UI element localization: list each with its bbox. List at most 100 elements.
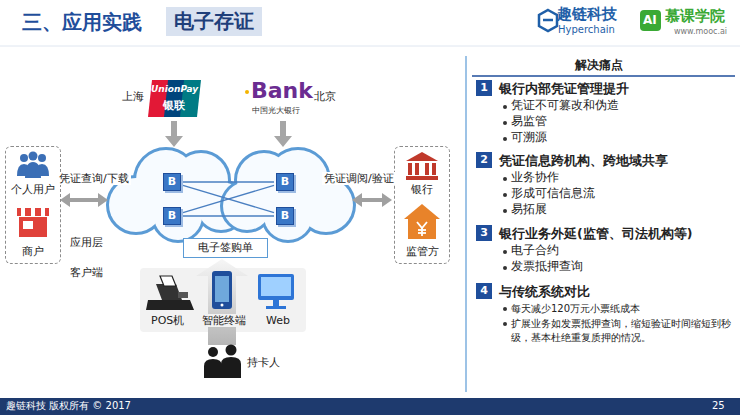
- phone-icon: [212, 271, 232, 309]
- node-text: 商户: [6, 245, 60, 258]
- numbered-heading: 1 银行内部凭证管理提升: [476, 80, 629, 96]
- pos-icon: [160, 276, 176, 286]
- bullet-text: 扩展业务如发票抵押查询，缩短验证时间缩短到秒级，基本杜绝重复质押的情况。: [511, 317, 733, 344]
- user-icon: [38, 154, 46, 162]
- shop-icon: [41, 208, 45, 216]
- node-text: B: [168, 209, 176, 222]
- everbright-logo-mark: [245, 90, 249, 94]
- block-link: [183, 185, 274, 212]
- shop-icon: [21, 208, 25, 216]
- logo-text: 趣链科技: [557, 5, 617, 23]
- bullet-dot: [503, 209, 507, 213]
- hyperchain-icon: [539, 10, 557, 31]
- block-link: [183, 181, 274, 182]
- node-text: 监管方: [395, 245, 449, 258]
- regulator-icon: [418, 229, 426, 231]
- logo-text: 中国光大银行: [252, 106, 300, 116]
- shop-icon: [23, 221, 33, 229]
- block-box: B: [276, 207, 294, 225]
- logo-text: UnionPay: [151, 84, 198, 95]
- logo-text: 慕课学院: [665, 7, 725, 25]
- bullet-text: 电子合约: [511, 244, 559, 258]
- bullet-text: 可溯源: [511, 131, 547, 145]
- section-heading: 银行业务外延(监管、司法机构等): [499, 226, 692, 241]
- shop-icon: [31, 208, 35, 216]
- bullet-text: 业务协作: [511, 171, 559, 185]
- user-icon: [17, 152, 49, 179]
- cardholder-icon: [204, 359, 222, 378]
- bullet-dot: [503, 105, 507, 109]
- logo-text: Hyperchain: [558, 24, 615, 36]
- shop-icon: [19, 217, 47, 237]
- callout-number: 3: [476, 225, 492, 241]
- cardholder-icon: [208, 347, 218, 357]
- node-text: B: [281, 175, 289, 188]
- pos-icon: [178, 292, 188, 298]
- node-text: 银行: [395, 183, 449, 196]
- bank-icon: [406, 152, 438, 180]
- city-label: 上海: [122, 90, 144, 103]
- numbered-heading: 4与传统系统对比: [476, 283, 590, 299]
- node-text: 电子存证: [174, 9, 254, 33]
- phone-icon: [215, 276, 229, 302]
- hyperchain-icon: [539, 10, 557, 31]
- bullet-text: 形成可信信息流: [511, 187, 595, 201]
- regulator-icon: [408, 219, 436, 239]
- bullet-text: 易拓展: [511, 203, 547, 217]
- logo-text: 银联: [163, 99, 185, 112]
- phone-icon: [212, 271, 232, 309]
- section-heading: 与传统系统对比: [499, 284, 590, 299]
- panel-rules: [472, 75, 735, 77]
- bullet-dot: [503, 266, 507, 270]
- regulator-icon: [418, 232, 426, 234]
- logo-text: Bank: [251, 78, 313, 104]
- institution-group-box: 银行监管方: [394, 146, 450, 264]
- bullet-dot: [503, 250, 507, 254]
- layer-label: 客户端: [70, 266, 103, 279]
- block-link: [183, 215, 274, 216]
- panel-rules: [466, 56, 735, 392]
- shop-icon: [17, 208, 49, 216]
- header-rule: [0, 46, 740, 47]
- bullet-dot: [503, 177, 507, 181]
- monitor-icon: [258, 274, 294, 300]
- down-arrows: [165, 121, 183, 147]
- monitor-icon: [258, 274, 294, 309]
- device-label: 智能终端: [200, 314, 248, 327]
- logo-text: AI: [643, 13, 657, 27]
- mooc-logo-square: [640, 10, 661, 31]
- numbered-heading: 3 银行业务外延(监管、司法机构等): [476, 225, 692, 241]
- pos-icon: [146, 276, 194, 310]
- bullet-text: 易监管: [511, 115, 547, 129]
- block-box: B: [163, 173, 181, 191]
- callout-number: 2: [476, 152, 492, 168]
- user-icon: [29, 152, 38, 161]
- regulator-icon: [417, 222, 427, 236]
- footer-bar: [0, 398, 740, 415]
- process-box: 电子签购单: [183, 238, 268, 258]
- cardholder-icon: [221, 357, 241, 378]
- device-label: POS机: [151, 314, 184, 327]
- monitor-icon: [261, 277, 291, 296]
- callout-number: 1: [476, 80, 492, 96]
- bullet-dot: [503, 193, 507, 197]
- bullet-dot: [503, 322, 507, 326]
- upload-arrow: [196, 259, 248, 345]
- regulator-icon: [417, 222, 427, 228]
- node-text: B: [281, 209, 289, 222]
- hyperchain-icon: [543, 19, 553, 22]
- layer-label: 应用层: [70, 236, 103, 249]
- logo-text: www.mooc.ai: [674, 27, 727, 37]
- user-icon: [35, 164, 49, 176]
- client-area: [140, 268, 306, 332]
- bullet-text: 凭证不可篡改和伪造: [511, 99, 619, 113]
- section-heading: 银行内部凭证管理提升: [499, 81, 629, 96]
- panel-heading: 解决痛点: [575, 58, 623, 72]
- device-label: Web: [266, 314, 290, 327]
- node-text: 个人用户: [6, 183, 60, 196]
- bank-icon: [406, 176, 438, 180]
- bank-icon: [432, 163, 436, 175]
- bank-icon: [406, 152, 438, 161]
- pos-icon: [146, 300, 194, 310]
- block-box: B: [276, 173, 294, 191]
